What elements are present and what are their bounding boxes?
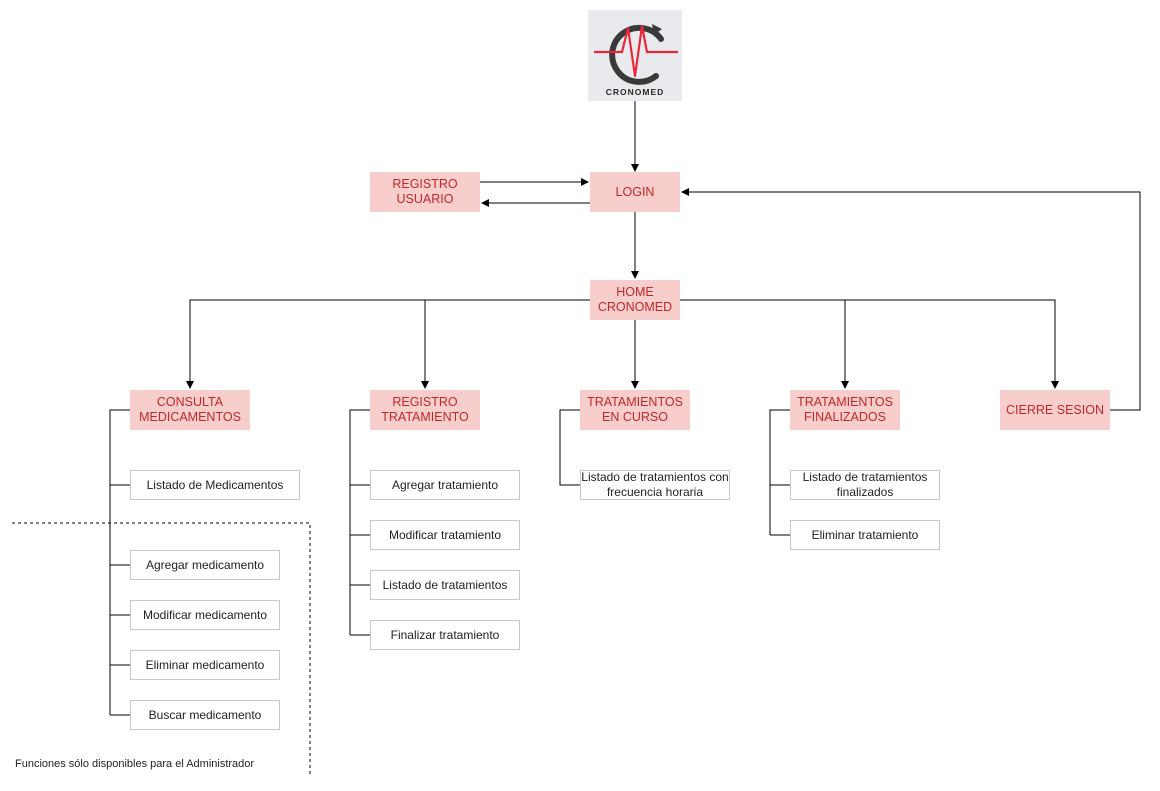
admin-note: Funciones sólo disponibles para el Admin…	[15, 758, 255, 770]
tree-tratamiento	[349, 409, 370, 636]
edge-home-consulta	[186, 299, 590, 389]
login-node: LOGIN	[590, 172, 680, 212]
fn-listado-tratamientos: Listado de tratamientos	[370, 570, 520, 600]
tratamientos-finalizados-node: TRATAMIENTOS FINALIZADOS	[790, 390, 900, 430]
fn-listado-finalizados: Listado de tratamientos finalizados	[790, 470, 940, 500]
consulta-medicamentos-node: CONSULTA MEDICAMENTOS	[130, 390, 250, 430]
tree-medicamentos	[109, 409, 130, 716]
tratamientos-en-curso-node: TRATAMIENTOS EN CURSO	[580, 390, 690, 430]
fn-modificar-medicamento: Modificar medicamento	[130, 600, 280, 630]
fn-eliminar-tratamiento: Eliminar tratamiento	[790, 520, 940, 550]
logo-pulse-icon	[594, 24, 678, 85]
registro-usuario-node: REGISTRO USUARIO	[370, 172, 480, 212]
cronomed-logo: CRONOMED	[588, 10, 682, 101]
edge-home-cierre	[680, 299, 1059, 389]
home-node: HOME CRONOMED	[590, 280, 680, 320]
fn-eliminar-medicamento: Eliminar medicamento	[130, 650, 280, 680]
fn-modificar-tratamiento: Modificar tratamiento	[370, 520, 520, 550]
fn-agregar-tratamiento: Agregar tratamiento	[370, 470, 520, 500]
fn-listado-frecuencia-horaria: Listado de tratamientos con frecuencia h…	[580, 470, 730, 500]
tree-finalizados	[769, 409, 790, 536]
fn-finalizar-tratamiento: Finalizar tratamiento	[370, 620, 520, 650]
edge-cierre-login	[681, 188, 1141, 411]
fn-agregar-medicamento: Agregar medicamento	[130, 550, 280, 580]
tree-en-curso	[559, 409, 580, 486]
fn-buscar-medicamento: Buscar medicamento	[130, 700, 280, 730]
cierre-sesion-node: CIERRE SESION	[1000, 390, 1110, 430]
logo-brand-text: CRONOMED	[605, 87, 665, 97]
registro-tratamiento-node: REGISTRO TRATAMIENTO	[370, 390, 480, 430]
fn-listado-medicamentos: Listado de Medicamentos	[130, 470, 300, 500]
